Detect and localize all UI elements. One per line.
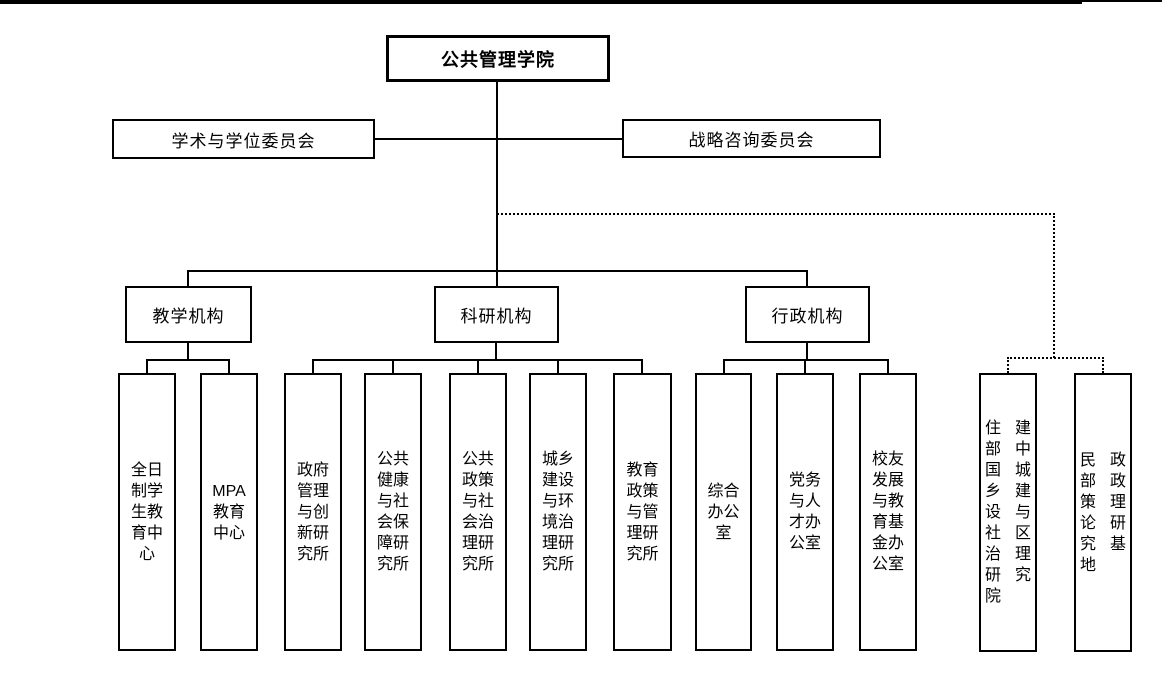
connector-leaf-stub — [723, 359, 725, 373]
branch-box-teaching: 教学机构 — [125, 286, 252, 343]
leaf-box-general-office: 综合办公室 — [695, 373, 752, 651]
connector-leaf-stub — [312, 359, 314, 373]
leaf-box-alumni-foundation-office: 校友发展与教育基金办公室 — [859, 373, 917, 651]
connector-research-down — [495, 342, 497, 360]
committee-box-strategy: 战略咨询委员会 — [622, 119, 881, 158]
connector-stub-teaching — [187, 270, 189, 286]
connector-admin-bar — [723, 359, 889, 361]
root-box: 公共管理学院 — [386, 35, 610, 82]
dotted-connector-vertical — [1053, 213, 1055, 358]
leaf-box-public-policy-social-governance: 公共政策与社会治理研究所 — [449, 373, 507, 651]
connector-leaf-stub — [477, 359, 479, 373]
connector-leaf-stub — [887, 359, 889, 373]
top-border-bar — [0, 0, 1082, 4]
connector-committees — [375, 138, 622, 140]
leaf-box-urban-rural-environment: 城乡建设与环境治理研究所 — [529, 373, 587, 651]
dotted-connector-horizontal — [497, 213, 1055, 215]
connector-leaf-stub — [392, 359, 394, 373]
leaf-box-gov-management-innovation: 政府管理与创新研究所 — [284, 373, 342, 651]
branch-box-admin: 行政机构 — [745, 286, 870, 343]
connector-leaf-stub — [146, 359, 148, 373]
connector-leaf-stub — [557, 359, 559, 373]
leaf-box-education-policy-management: 教育政策与管理研究所 — [613, 373, 672, 651]
top-border-bar-thin — [1082, 0, 1162, 2]
connector-stub-admin — [806, 270, 808, 286]
leaf-box-fulltime-education-center: 全日制学生教育中心 — [118, 373, 176, 651]
dotted-leaf-stub — [1007, 357, 1009, 373]
dotted-connector-bar — [1007, 357, 1104, 359]
leaf-box-mca-policy-research-base: 民政部政策理论研究基地 — [1074, 373, 1132, 652]
connector-leaf-stub — [228, 359, 230, 373]
dotted-leaf-stub — [1102, 357, 1104, 373]
connector-admin-down — [806, 342, 808, 360]
connector-leaf-stub — [804, 359, 806, 373]
leaf-box-party-talent-office: 党务与人才办公室 — [776, 373, 834, 651]
connector-teaching-bar — [146, 359, 230, 361]
leaf-box-public-health-social-security: 公共健康与社会保障研究所 — [364, 373, 422, 651]
connector-leaf-stub — [641, 359, 643, 373]
connector-stub-research — [496, 270, 498, 286]
branch-box-research: 科研机构 — [434, 286, 559, 343]
connector-trunk — [496, 81, 498, 271]
leaf-box-mohurd-research-institute: 住建部中国城乡建设与社区治理研究院 — [979, 373, 1037, 652]
connector-teaching-down — [187, 342, 189, 360]
connector-level3-bar — [188, 270, 808, 272]
committee-box-academic: 学术与学位委员会 — [112, 119, 375, 159]
